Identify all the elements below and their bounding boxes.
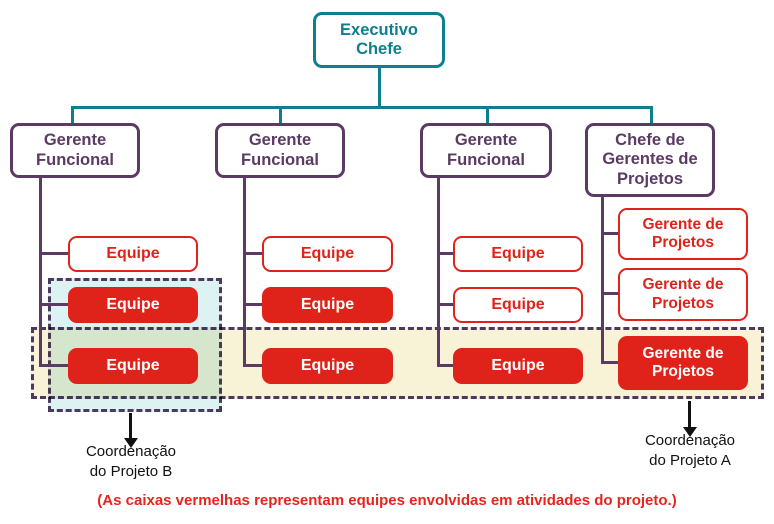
connector-col3-row2 xyxy=(437,303,453,306)
team-box-col2-row2: Equipe xyxy=(262,287,393,323)
functional-manager-box-3: Gerente Funcional xyxy=(420,123,552,178)
connector-col2-row3 xyxy=(243,364,262,367)
connector-col2-row1 xyxy=(243,252,262,255)
connector-col4-row1 xyxy=(601,232,618,235)
team-box-col1-row2: Equipe xyxy=(68,287,198,323)
team-box-col3-row1: Equipe xyxy=(453,236,583,272)
team-box-col1-row3: Equipe xyxy=(68,348,198,384)
connector-col1-row3 xyxy=(39,364,68,367)
down-arrow-project-a xyxy=(688,401,691,428)
connector-stub-1 xyxy=(71,106,74,123)
connector-col1-row2 xyxy=(39,303,68,306)
down-arrow-head-project-a xyxy=(683,427,697,437)
connector-col2-trunk xyxy=(243,178,246,367)
connector-col3-row1 xyxy=(437,252,453,255)
connector-col1-row1 xyxy=(39,252,68,255)
project-manager-box-row1: Gerente de Projetos xyxy=(618,208,748,260)
connector-root-trunk xyxy=(378,68,381,108)
connector-col3-row3 xyxy=(437,364,453,367)
project-manager-box-row3: Gerente de Projetos xyxy=(618,336,748,390)
connector-col4-row3 xyxy=(601,361,618,364)
functional-manager-box-1: Gerente Funcional xyxy=(10,123,140,178)
project-manager-box-row2: Gerente de Projetos xyxy=(618,268,748,321)
team-box-col3-row3: Equipe xyxy=(453,348,583,384)
connector-stub-4 xyxy=(650,106,653,123)
connector-col3-trunk xyxy=(437,178,440,367)
executive-chief-box: Executivo Chefe xyxy=(313,12,445,68)
coordination-label-project-b: Coordenação do Projeto B xyxy=(85,443,177,480)
chief-of-project-managers-box: Chefe de Gerentes de Projetos xyxy=(585,123,715,197)
connector-col1-trunk xyxy=(39,178,42,367)
connector-stub-3 xyxy=(486,106,489,123)
down-arrow-project-b xyxy=(129,413,132,439)
legend-caption: (As caixas vermelhas representam equipes… xyxy=(97,492,677,509)
team-box-col1-row1: Equipe xyxy=(68,236,198,272)
team-box-col3-row2: Equipe xyxy=(453,287,583,323)
connector-root-bus xyxy=(71,106,653,109)
connector-stub-2 xyxy=(279,106,282,123)
functional-manager-box-2: Gerente Funcional xyxy=(215,123,345,178)
team-box-col2-row3: Equipe xyxy=(262,348,393,384)
connector-col4-trunk xyxy=(601,197,604,364)
down-arrow-head-project-b xyxy=(124,438,138,448)
connector-col2-row2 xyxy=(243,303,262,306)
connector-col4-row2 xyxy=(601,292,618,295)
coordination-label-project-a: Coordenação do Projeto A xyxy=(644,432,736,469)
team-box-col2-row1: Equipe xyxy=(262,236,393,272)
